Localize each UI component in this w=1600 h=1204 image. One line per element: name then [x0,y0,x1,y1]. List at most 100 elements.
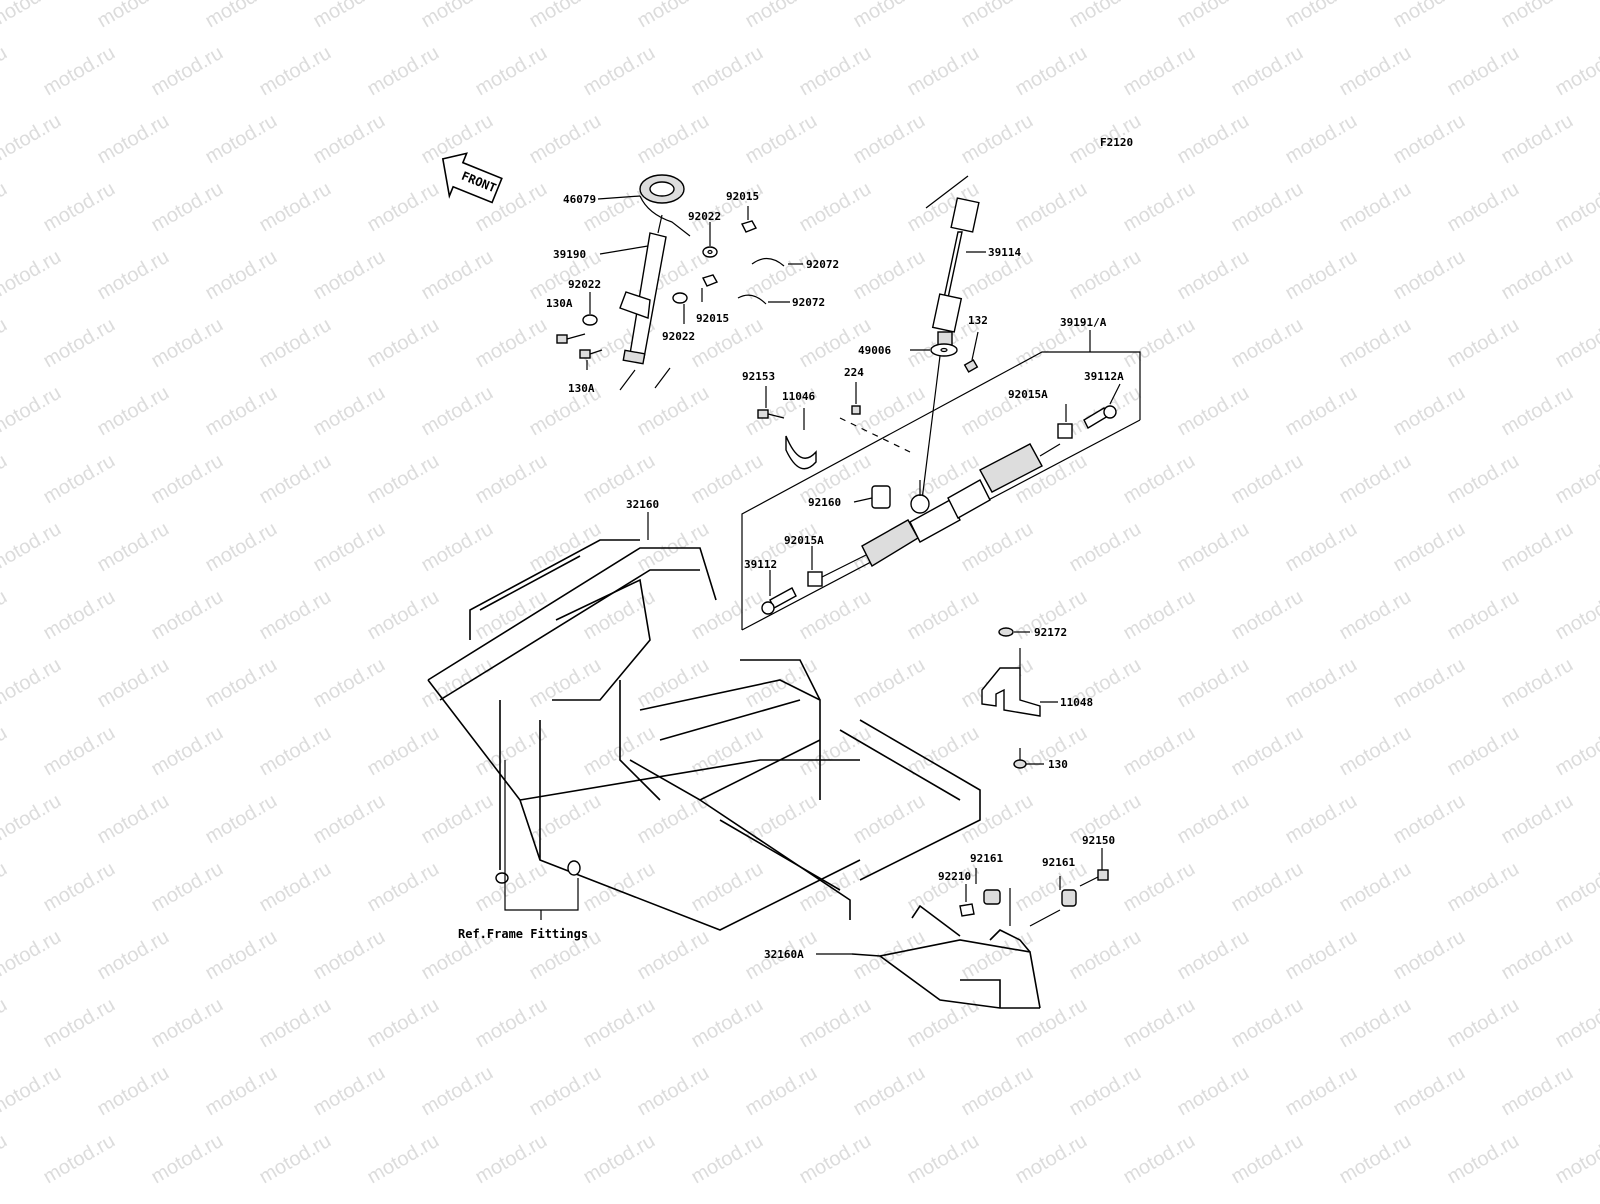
watermark-text: motod.ru [1552,994,1600,1053]
part-92172: 92172 [1034,626,1067,639]
watermark-text: motod.ru [1390,926,1469,985]
part-92022-top: 92022 [688,210,721,223]
watermark-text: motod.ru [0,246,65,305]
part-92210: 92210 [938,870,971,883]
watermark-text: motod.ru [850,382,929,441]
watermark-text: motod.ru [1336,994,1415,1053]
watermark-text: motod.ru [1228,1130,1307,1189]
watermark-text: motod.ru [1552,586,1600,645]
watermark-text: motod.ru [1228,42,1307,101]
watermark-text: motod.ru [1228,722,1307,781]
part-92160: 92160 [808,496,841,509]
watermark-text: motod.ru [1336,178,1415,237]
ref-frame-fittings-label: Ref.Frame Fittings [458,927,588,941]
watermark-text: motod.ru [94,926,173,985]
watermark-text: motod.ru [958,110,1037,169]
pin-224 [852,406,860,414]
part-46079: 46079 [563,193,596,206]
watermark-text: motod.ru [202,790,281,849]
watermark-text: motod.ru [0,42,11,101]
watermark-text: motod.ru [1012,994,1091,1053]
watermark-text: motod.ru [526,790,605,849]
watermark-text: motod.ru [310,926,389,985]
watermark-text: motod.ru [958,790,1037,849]
watermark-text: motod.ru [1444,42,1523,101]
watermark-text: motod.ru [1336,858,1415,917]
watermark-text: motod.ru [148,1130,227,1189]
watermark-text: motod.ru [1174,246,1253,305]
part-39191A: 39191/A [1060,316,1107,329]
watermark-text: motod.ru [256,586,335,645]
part-92015-mid: 92015 [696,312,729,325]
watermark-text: motod.ru [1120,722,1199,781]
watermark-text: motod.ru [202,654,281,713]
watermark-text: motod.ru [904,42,983,101]
watermark-text: motod.ru [634,0,713,32]
watermark-text: motod.ru [94,790,173,849]
watermark-text: motod.ru [256,858,335,917]
watermark-text: motod.ru [850,246,929,305]
watermark-text: motod.ru [1444,314,1523,373]
watermark-text: motod.ru [256,722,335,781]
watermark-text: motod.ru [472,994,551,1053]
watermark-text: motod.ru [1390,654,1469,713]
part-92161-a: 92161 [970,852,1003,865]
watermark-text: motod.ru [1174,110,1253,169]
screw-92172 [999,628,1013,636]
part-11048: 11048 [1060,696,1093,709]
watermark-text: motod.ru [40,586,119,645]
watermark-text: motod.ru [1066,518,1145,577]
watermark-text: motod.ru [1390,110,1469,169]
watermark-text: motod.ru [1174,1062,1253,1121]
watermark-text: motod.ru [1066,1062,1145,1121]
watermark-text: motod.ru [1120,586,1199,645]
watermark-text: motod.ru [1390,790,1469,849]
watermark-text: motod.ru [1336,586,1415,645]
watermark-text: motod.ru [1498,790,1577,849]
watermark-text: motod.ru [688,42,767,101]
part-39190: 39190 [553,248,586,261]
watermark-text: motod.ru [1282,382,1361,441]
watermark-text: motod.ru [904,722,983,781]
watermark-text: motod.ru [1120,450,1199,509]
watermark-text: motod.ru [0,586,11,645]
watermark-text: motod.ru [0,178,11,237]
watermark-text: motod.ru [1120,42,1199,101]
watermark-text: motod.ru [148,42,227,101]
watermark-text: motod.ru [634,926,713,985]
watermark-text: motod.ru [958,1062,1037,1121]
watermark-text: motod.ru [796,178,875,237]
watermark-text: motod.ru [40,858,119,917]
watermark-text: motod.ru [148,722,227,781]
watermark-text: motod.ru [1120,178,1199,237]
steering-column-part [620,215,670,390]
watermark-text: motod.ru [0,518,65,577]
watermark-text: motod.ru [0,926,65,985]
watermark-text: motod.ru [364,994,443,1053]
watermark-text: motod.ru [1228,178,1307,237]
watermark-text: motod.ru [1390,246,1469,305]
watermark-text: motod.ru [94,1062,173,1121]
watermark-text: motod.ru [94,0,173,32]
watermark-text: motod.ru [1498,246,1577,305]
part-39112A: 39112A [1084,370,1124,383]
watermark-text: motod.ru [1228,450,1307,509]
watermark-text: motod.ru [796,42,875,101]
part-130A-a: 130A [546,297,573,310]
watermark-text: motod.ru [40,450,119,509]
part-92153: 92153 [742,370,775,383]
watermark-text: motod.ru [1444,586,1523,645]
watermark-text: motod.ru [688,1130,767,1189]
watermark-text: motod.ru [0,314,11,373]
watermark-text: motod.ru [1282,518,1361,577]
part-49006: 49006 [858,344,891,357]
watermark-text: motod.ru [742,110,821,169]
watermark-text: motod.ru [796,1130,875,1189]
watermark-text: motod.ru [1552,722,1600,781]
watermark-text: motod.ru [472,314,551,373]
watermark-text: motod.ru [364,42,443,101]
watermark-text: motod.ru [364,722,443,781]
nut-92015-top [742,221,756,232]
watermark-text: motod.ru [850,654,929,713]
watermark-text: motod.ru [418,1062,497,1121]
